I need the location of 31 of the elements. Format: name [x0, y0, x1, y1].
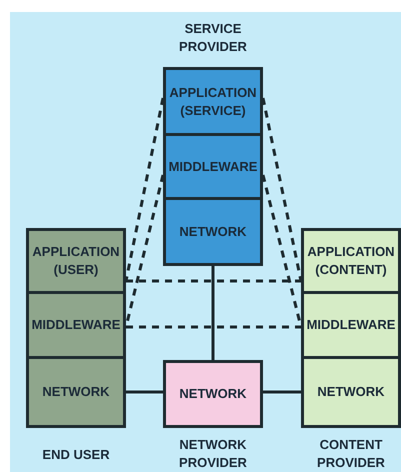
- layer-label: NETWORK: [179, 385, 247, 403]
- stack-caption: SERVICE PROVIDER: [178, 20, 248, 56]
- dashed-connector: [126, 326, 301, 328]
- stack-caption: END USER: [41, 446, 111, 464]
- layer-label: MIDDLEWARE: [32, 316, 120, 334]
- stack-caption: CONTENT PROVIDER: [316, 436, 386, 472]
- connector-line: [126, 390, 163, 394]
- layer-box: [26, 228, 126, 294]
- dashed-connector: [124, 98, 164, 282]
- layer-label: APPLICATION (CONTENT): [306, 243, 396, 279]
- layer-label: APPLICATION (USER): [31, 243, 121, 279]
- connector-line: [263, 390, 301, 394]
- layer-box: [301, 356, 401, 428]
- layer-label: APPLICATION (SERVICE): [168, 84, 258, 120]
- layer-box: [26, 356, 126, 428]
- stack-caption: NETWORK PROVIDER: [178, 436, 248, 472]
- layer-box: [301, 228, 401, 294]
- layer-label: MIDDLEWARE: [168, 158, 258, 176]
- layer-box: [163, 67, 263, 136]
- layer-label: MIDDLEWARE: [306, 316, 396, 334]
- layer-box: [301, 291, 401, 359]
- layer-label: NETWORK: [42, 383, 110, 401]
- dashed-connector: [126, 280, 301, 282]
- layer-label: NETWORK: [317, 383, 385, 401]
- layer-label: NETWORK: [179, 222, 247, 240]
- connector-line: [212, 266, 214, 360]
- layer-box: [163, 360, 263, 428]
- dashed-connector: [262, 98, 302, 282]
- layer-box: [163, 133, 263, 200]
- layer-box: [163, 197, 263, 266]
- layer-box: [26, 291, 126, 359]
